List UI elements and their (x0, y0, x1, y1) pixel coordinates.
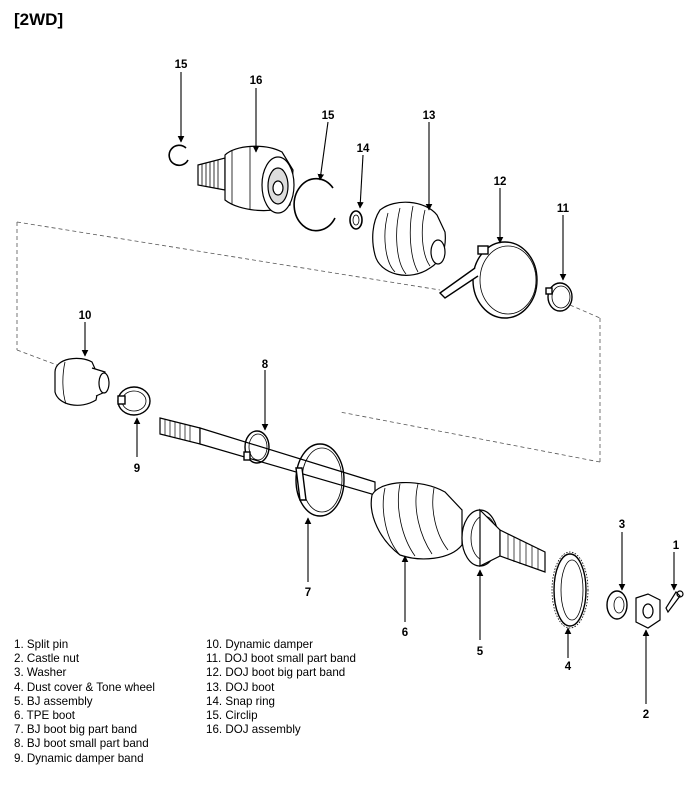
exploded-view-guide-lines (16, 221, 601, 463)
washer (606, 590, 628, 620)
drive-shaft (159, 417, 376, 496)
legend-item: 5. BJ assembly (14, 694, 93, 708)
snap-ring (349, 210, 363, 230)
callout-15-middle: 15 (322, 110, 335, 122)
diagram-title: [2WD] (14, 10, 64, 29)
legend-item: 10. Dynamic damper (206, 638, 313, 651)
circlip-top (168, 144, 189, 167)
bj-boot-small-band (243, 430, 270, 464)
circlip-middle (293, 177, 336, 232)
legend-item: 3. Washer (14, 666, 67, 680)
legend-item: 7. BJ boot big part band (14, 723, 138, 737)
callout-16: 16 (250, 75, 263, 87)
callout-11: 11 (557, 203, 570, 215)
legend-item: 1. Split pin (14, 638, 69, 651)
callout-10: 10 (79, 310, 92, 322)
callout-8: 8 (262, 359, 269, 371)
callout-13: 13 (423, 110, 436, 122)
bj-assembly (461, 508, 546, 573)
callout-9: 9 (134, 463, 140, 475)
legend-item: 2. Castle nut (14, 652, 80, 666)
callout-2: 2 (643, 709, 649, 721)
legend-item: 13. DOJ boot (206, 680, 275, 694)
bj-boot-big-band (295, 443, 345, 517)
split-pin (665, 590, 684, 614)
doj-boot (372, 201, 446, 276)
legend-item: 8. BJ boot small part band (14, 737, 149, 751)
legend-item: 9. Dynamic damper band (14, 751, 144, 765)
castle-nut (635, 593, 661, 629)
doj-boot-big-band (438, 241, 538, 319)
legend-item: 14. Snap ring (206, 694, 275, 708)
parts-legend-right: 10. Dynamic damper 11. DOJ boot small pa… (206, 638, 356, 737)
callout-4: 4 (565, 661, 572, 673)
callout-12: 12 (494, 176, 507, 188)
legend-item: 12. DOJ boot big part band (206, 666, 346, 680)
doj-assembly (197, 145, 295, 214)
callout-3: 3 (619, 519, 625, 531)
dust-cover-tone-wheel (551, 551, 589, 629)
leader-lines (81, 72, 678, 704)
tpe-boot (370, 482, 463, 560)
dynamic-damper (54, 357, 110, 406)
callout-1: 1 (673, 540, 680, 552)
parts-legend-left: 1. Split pin 2. Castle nut 3. Washer 4. … (14, 638, 155, 766)
callout-7: 7 (305, 587, 311, 599)
doj-boot-small-band (545, 282, 573, 312)
callout-15-top: 15 (175, 59, 188, 71)
callout-6: 6 (402, 627, 408, 639)
legend-item: 4. Dust cover & Tone wheel (14, 680, 155, 694)
legend-item: 15. Circlip (206, 709, 258, 723)
legend-item: 16. DOJ assembly (206, 723, 301, 737)
legend-item: 6. TPE boot (14, 709, 76, 723)
callout-5: 5 (477, 646, 484, 658)
legend-item: 11. DOJ boot small part band (206, 652, 356, 666)
dynamic-damper-band (117, 386, 151, 416)
callout-14: 14 (357, 143, 370, 155)
